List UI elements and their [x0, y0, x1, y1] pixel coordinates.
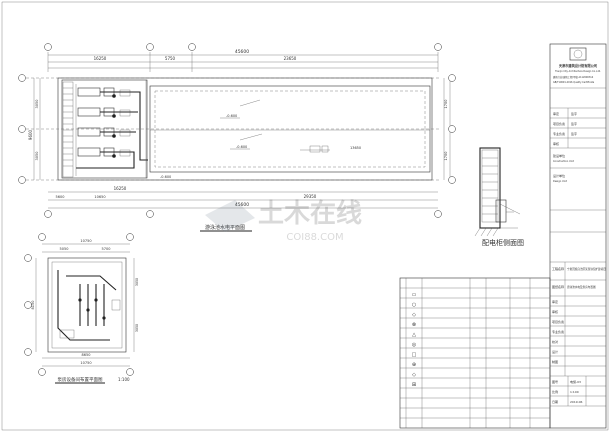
- owner-label: 建设单位: [553, 153, 565, 158]
- staircase: [62, 81, 74, 178]
- company-logo-icon: [569, 47, 587, 61]
- row-1: 审定: [552, 299, 558, 304]
- top-row-1: 审定: [553, 111, 559, 116]
- row-6: 设计: [552, 349, 558, 354]
- pool-basin: [149, 85, 431, 173]
- pipe-run: [76, 91, 148, 169]
- dim-bot-total: 45600: [235, 202, 249, 208]
- watermark: 土木在线 COI88.COM: [205, 199, 362, 243]
- footer-1: 图号: [552, 379, 558, 384]
- sig-3: 签字: [571, 131, 577, 136]
- pool-plan: 45600 16250 5750 23650: [18, 43, 456, 232]
- equipment-room-outline: [47, 257, 127, 353]
- row-5: 校对: [552, 339, 558, 344]
- equipment-pipes: [57, 270, 117, 341]
- sig-2: 签字: [571, 121, 577, 126]
- level-a: -0.600: [226, 114, 237, 118]
- dim-left-total: 9600: [28, 129, 33, 140]
- sub-dim-bottom: 8650: [82, 353, 91, 357]
- legend-symbol-5: △: [412, 332, 416, 338]
- drawing-value: 游泳池水电及泵房布置图: [567, 285, 596, 289]
- pool-top-axis: [44, 43, 442, 51]
- legend-table: ▭ ○ ◇ ⊗ △ ◎ □ ⊕ ◇ ⊞: [399, 277, 551, 429]
- dim-right-seg-1: 1700: [444, 100, 448, 109]
- row-4: 专业负责: [552, 329, 564, 334]
- cabinet-title: 配电柜侧面图: [482, 238, 524, 247]
- dim-bot-sub-2: 10650: [94, 195, 105, 199]
- top-row-2: 项目负责: [553, 121, 565, 126]
- company-cert-2: GB/T19001-2016 Quality Certificate: [553, 81, 595, 84]
- footer-6: 2019.06: [570, 400, 582, 404]
- legend-symbol-8: ⊕: [412, 362, 416, 368]
- sub-dim-top: 10750: [80, 239, 91, 243]
- dim-bot-sub-1: 5600: [56, 195, 65, 199]
- dim-bot-seg-1: 16250: [114, 186, 127, 191]
- dim-left-seg-1: 3050: [35, 100, 39, 109]
- dim-bot-seg-2: 29350: [304, 194, 317, 199]
- title-strip: 天津市建筑设计院有限公司 Tianjin City Architecture D…: [549, 43, 606, 429]
- level-b: -0.600: [236, 145, 247, 149]
- project-label: 工程名称: [552, 266, 564, 271]
- footer-5: 日期: [552, 399, 558, 404]
- pool-left-axis: [18, 74, 440, 184]
- dim-top-seg-1: 16250: [94, 56, 107, 61]
- legend-symbol-9: ◇: [412, 372, 416, 378]
- sub-dim-bottom-total: 10750: [80, 361, 91, 365]
- dim-left-seg-2: 3050: [35, 152, 39, 161]
- designer-label: 设计单位: [553, 173, 565, 178]
- legend-symbol-10: ⊞: [412, 382, 416, 388]
- company-name-cn: 天津市建筑设计院有限公司: [559, 63, 597, 68]
- sub-dim-seg-2: 5700: [102, 247, 111, 251]
- equipment-plan-title: 泵房设备间布置平面图: [58, 376, 103, 383]
- owner-value: Construction Unit: [553, 160, 574, 163]
- legend-symbol-7: □: [412, 352, 417, 358]
- equipment-plan: 10750 5050 5700 8150 3050 3050 8650 1075…: [24, 233, 139, 384]
- level-c: -0.600: [160, 175, 171, 179]
- dim-top-seg-3: 23650: [284, 56, 297, 61]
- top-row-4: 审核: [553, 141, 559, 146]
- equipment-plan-scale: 1:100: [118, 377, 130, 382]
- watermark-en: COI88.COM: [286, 232, 343, 243]
- legend-symbol-1: ▭: [412, 292, 417, 298]
- company-name-en: Tianjin City Architecture Design Co.,Ltd…: [555, 70, 601, 73]
- watermark-cn: 土木在线: [258, 199, 362, 229]
- company-cert-1: 建筑行业(建筑工程)甲级 A112000314: [553, 75, 594, 79]
- legend-symbol-6: ◎: [412, 342, 417, 348]
- sub-dim-left: 8150: [31, 301, 35, 310]
- watermark-logo-icon: [205, 200, 255, 232]
- project-value: 宁夏回族自治区某游泳馆扩建项目: [567, 267, 606, 271]
- sub-dim-right-1: 3050: [135, 278, 139, 286]
- designer-value: Design Unit: [553, 180, 567, 183]
- pool-plan-title: 游泳池水电平面图: [205, 224, 245, 231]
- sub-dim-seg-1: 5050: [60, 247, 69, 251]
- drawing-label: 图纸名称: [552, 284, 564, 289]
- sub-dim-right-2: 3050: [135, 324, 139, 332]
- legend-symbol-4: ⊗: [412, 322, 416, 328]
- legend-symbol-3: ◇: [412, 312, 416, 318]
- legend-symbol-2: ○: [412, 302, 416, 308]
- footer-4: 1:100: [570, 390, 579, 394]
- footer-3: 比例: [552, 389, 558, 394]
- dim-top-seg-2: 5750: [165, 56, 176, 61]
- cabinet-side-view: 配电柜侧面图: [474, 147, 524, 247]
- pump-equipment: [77, 87, 131, 158]
- sig-1: 签字: [571, 111, 577, 116]
- top-row-3: 专业负责: [553, 131, 565, 136]
- equipment-nodes: [59, 298, 121, 339]
- dim-right-seg-2: 1700: [444, 152, 448, 161]
- row-3: 项目负责: [552, 319, 564, 324]
- row-2: 审核: [552, 309, 558, 314]
- row-7: 制图: [552, 359, 558, 364]
- dim-top-total: 45600: [235, 49, 249, 55]
- footer-2: 电施-03: [570, 379, 581, 384]
- run-length: 13650: [350, 146, 361, 150]
